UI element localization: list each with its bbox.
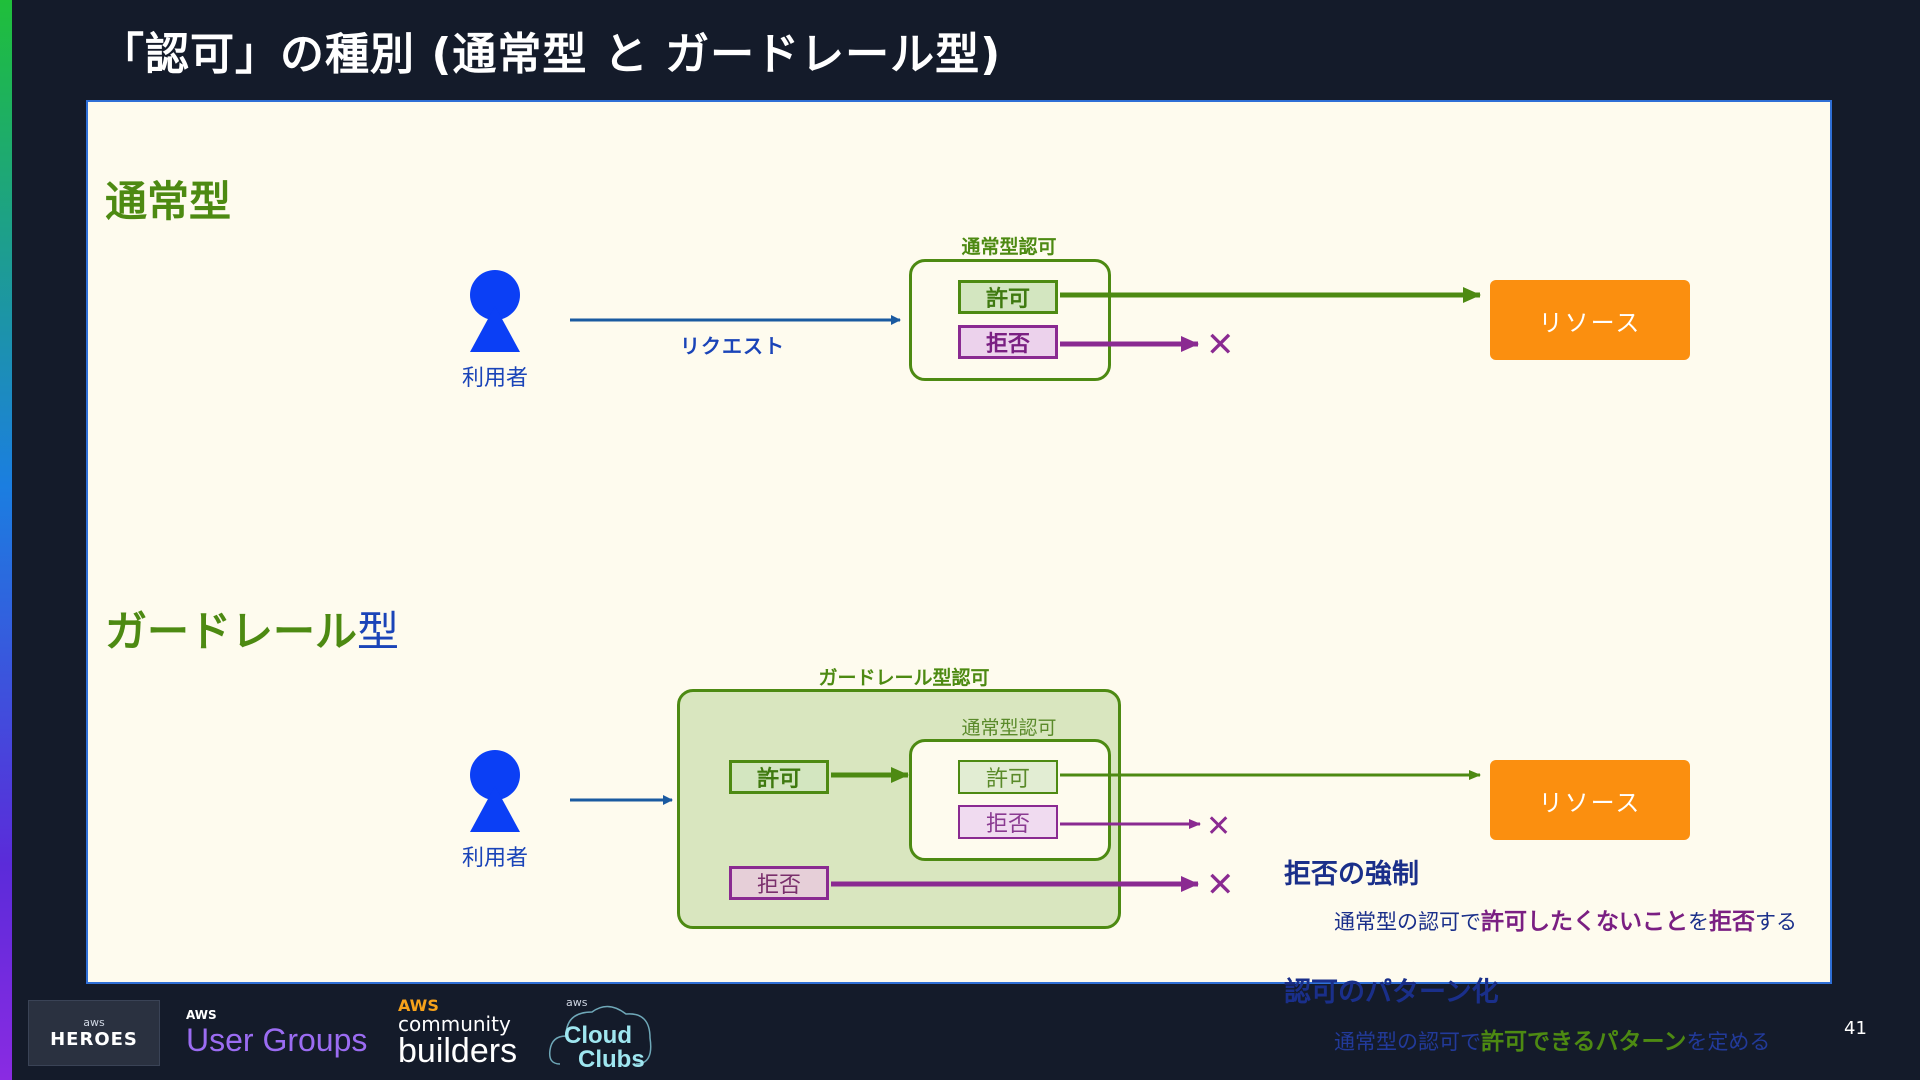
accent-bar <box>0 0 12 1080</box>
note-pattern-heading: 認可のパターン化 <box>1284 977 1499 1008</box>
aws-heroes-logo: aws HEROES <box>28 1000 160 1066</box>
user-normal: 利用者 <box>435 270 555 392</box>
heading-guardrail: ガードレール型 <box>105 607 400 656</box>
aws-user-groups-logo: AWS User Groups <box>186 1008 368 1058</box>
heading-normal: 通常型 <box>105 177 232 226</box>
normal-allow-tag: 許可 <box>958 280 1058 314</box>
normal-deny-tag: 拒否 <box>958 325 1058 359</box>
note-enforce-heading: 拒否の強制 <box>1284 859 1419 890</box>
normal-authz-box <box>909 259 1111 381</box>
inner-reject-mark: ✕ <box>1206 809 1231 844</box>
guardrail-deny-tag: 拒否 <box>729 866 829 900</box>
user-icon <box>465 750 525 834</box>
guardrail-resource: リソース <box>1490 760 1690 840</box>
guardrail-reject-mark: ✕ <box>1206 865 1235 905</box>
cloud-icon: aws <box>548 996 652 1065</box>
inner-deny-tag: 拒否 <box>958 805 1058 839</box>
user-guardrail: 利用者 <box>435 750 555 872</box>
normal-reject-mark: ✕ <box>1206 325 1235 365</box>
inner-allow-tag: 許可 <box>958 760 1058 794</box>
inner-normal-authz-box <box>909 739 1111 861</box>
page-number: 41 <box>1844 1018 1867 1039</box>
svg-text:aws: aws <box>566 996 588 1009</box>
note-pattern-text: 通常型の認可で許可できるパターンを定める <box>1334 1029 1771 1055</box>
normal-authz-label: 通常型認可 <box>961 236 1057 258</box>
note-enforce-text: 通常型の認可で許可したくないことを拒否する <box>1334 909 1797 935</box>
guardrail-authz-label: ガードレール型認可 <box>818 667 990 689</box>
aws-community-builders-logo: AWS community builders <box>398 996 518 1070</box>
guardrail-allow-tag: 許可 <box>729 760 829 794</box>
request-label: リクエスト <box>680 334 785 358</box>
user-icon <box>465 270 525 354</box>
normal-resource: リソース <box>1490 280 1690 360</box>
user-label: 利用者 <box>461 366 528 391</box>
inner-normal-authz-label: 通常型認可 <box>961 717 1057 739</box>
slide-title: 「認可」の種別 (通常型 と ガードレール型) <box>100 29 1002 80</box>
user-label: 利用者 <box>461 846 528 871</box>
